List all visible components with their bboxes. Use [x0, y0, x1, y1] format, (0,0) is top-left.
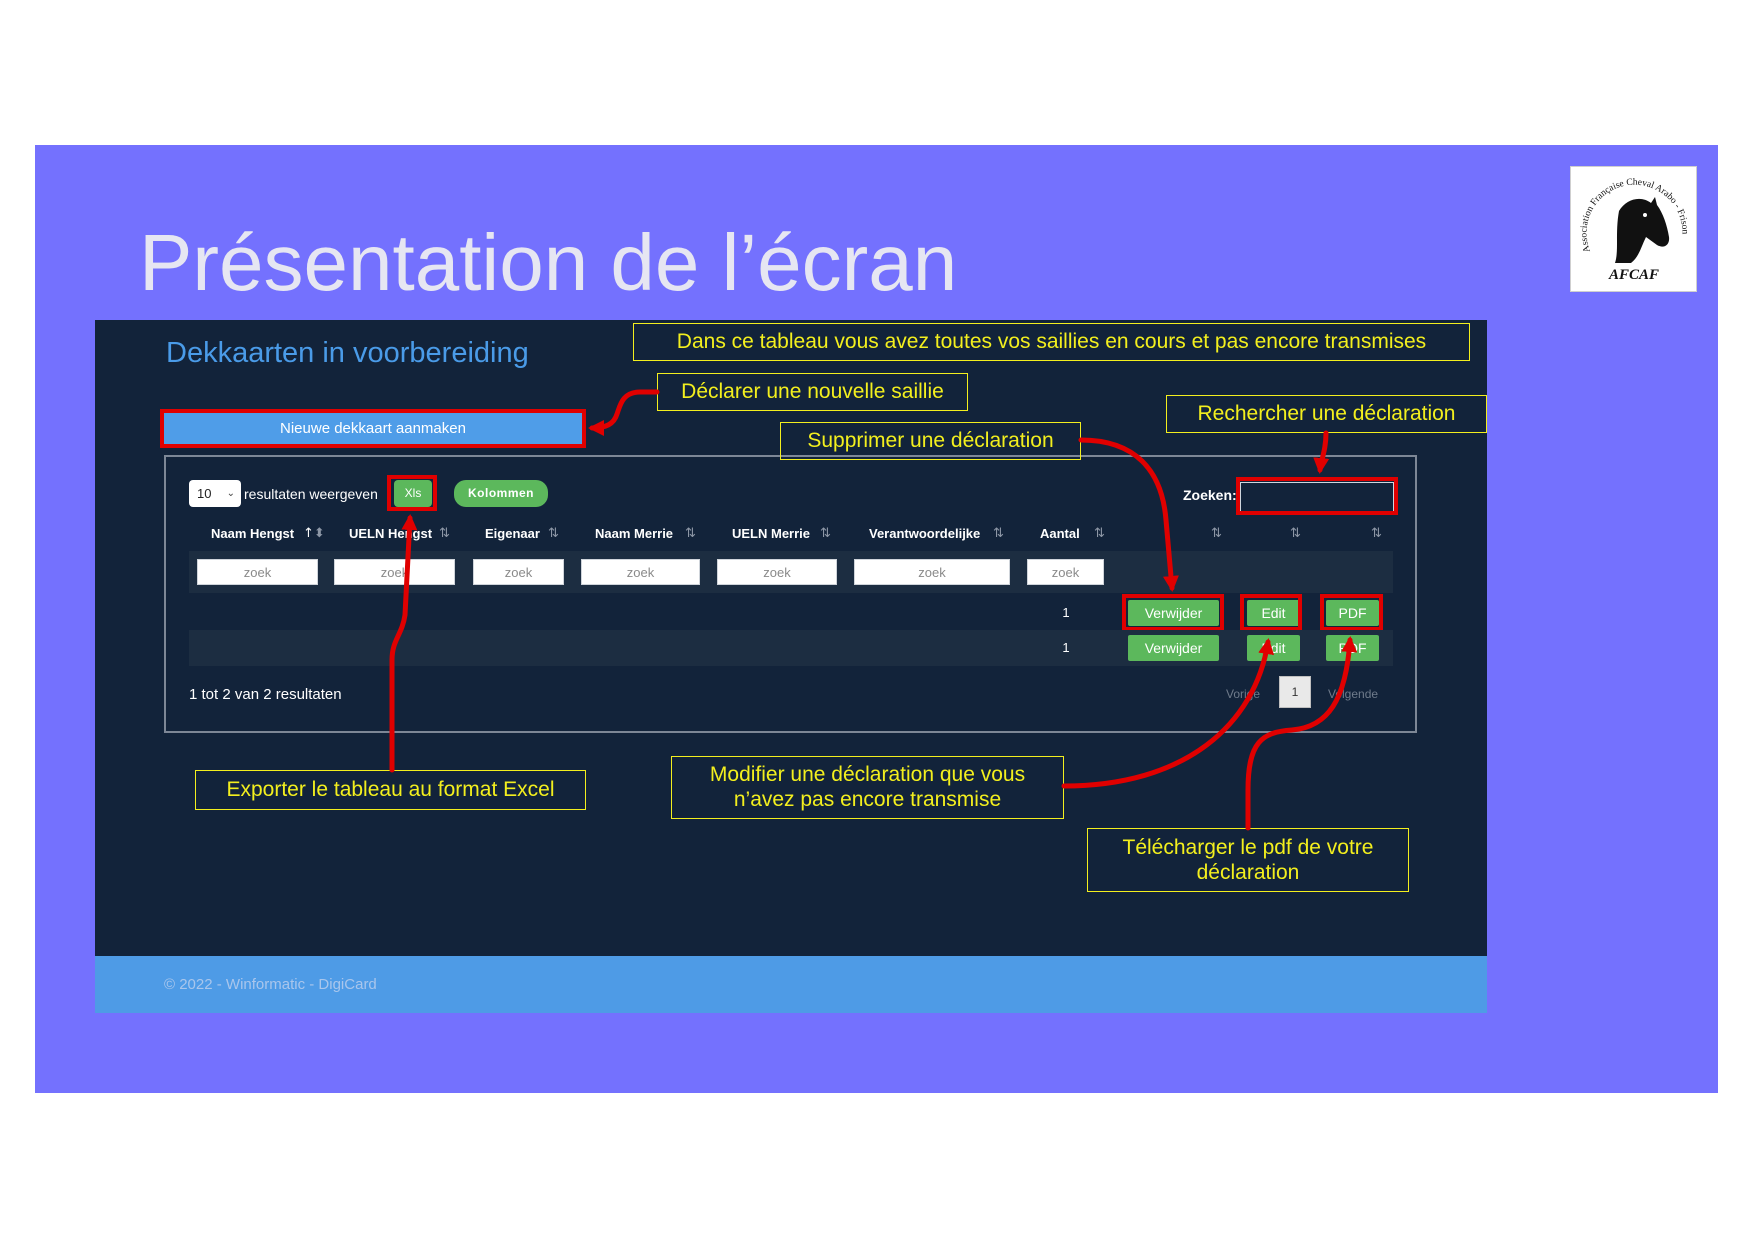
logo-graphic: Association Française Cheval Arabo - Fri… — [1579, 178, 1689, 283]
new-dekkaart-button[interactable]: Nieuwe dekkaart aanmaken — [164, 413, 582, 444]
annotation-overview: Dans ce tableau vous avez toutes vos sai… — [633, 323, 1470, 361]
annotation-download: Télécharger le pdf de votre déclaration — [1087, 828, 1409, 892]
results-summary: 1 tot 2 van 2 resultaten — [189, 686, 342, 703]
logo-center-text: AFCAF — [1608, 267, 1659, 283]
page-title: Dekkaarten in voorbereiding — [166, 337, 529, 369]
afcaf-logo: Association Française Cheval Arabo - Fri… — [1570, 166, 1697, 292]
edit-button[interactable]: Edit — [1247, 635, 1300, 661]
sort-arrows-icon[interactable]: ⇅ — [439, 526, 450, 541]
sort-arrows-icon[interactable]: ⇅ — [820, 526, 831, 541]
annotation-new-declaration: Déclarer une nouvelle saillie — [657, 373, 968, 411]
pagination-page[interactable]: 1 — [1279, 676, 1311, 708]
pagination-next[interactable]: Volgende — [1328, 687, 1379, 701]
annotation-edit-line-1: Modifier une déclaration que vous — [709, 763, 1026, 786]
filter-input-ueln-hengst[interactable] — [334, 559, 455, 585]
chevron-down-icon: ⌄ — [226, 488, 235, 499]
annotation-export: Exporter le tableau au format Excel — [195, 770, 586, 810]
annotation-edit: Modifier une déclaration que vous n’avez… — [671, 756, 1064, 819]
pdf-button[interactable]: PDF — [1326, 635, 1379, 661]
filter-input-ueln-merrie[interactable] — [717, 559, 837, 585]
slide-title: Présentation de l’écran — [139, 218, 958, 307]
horse-head-icon — [1615, 197, 1670, 263]
sort-ascending-icon[interactable]: ↑⬍ — [303, 526, 325, 541]
pdf-button[interactable]: PDF — [1326, 600, 1379, 626]
export-xls-button[interactable]: Xls — [394, 480, 432, 507]
search-label: Zoeken: — [1183, 487, 1237, 503]
sort-arrows-icon[interactable]: ⇅ — [1290, 526, 1301, 541]
delete-button[interactable]: Verwijder — [1128, 635, 1219, 661]
page-size-value: 10 — [197, 486, 212, 501]
annotation-search: Rechercher une déclaration — [1166, 395, 1487, 433]
edit-button[interactable]: Edit — [1247, 600, 1300, 626]
filter-input-naam-merrie[interactable] — [581, 559, 700, 585]
delete-button[interactable]: Verwijder — [1128, 600, 1219, 626]
sort-arrows-icon[interactable]: ⇅ — [1371, 526, 1382, 541]
pagination-previous[interactable]: Vorige — [1226, 687, 1261, 701]
sort-arrows-icon[interactable]: ⇅ — [1211, 526, 1222, 541]
footer-copyright: © 2022 - Winformatic - DigiCard — [164, 976, 377, 993]
filter-input-eigenaar[interactable] — [473, 559, 564, 585]
column-header-ueln-hengst[interactable]: UELN Hengst — [349, 526, 433, 541]
filter-input-aantal[interactable] — [1027, 559, 1104, 585]
column-header-naam-hengst[interactable]: Naam Hengst — [211, 526, 295, 541]
annotation-edit-line-2: n’avez pas encore transmise — [733, 788, 1002, 811]
table-row: 1 Verwijder Edit PDF — [189, 593, 1393, 631]
app-footer: © 2022 - Winformatic - DigiCard — [95, 956, 1487, 1013]
table-row: 1 Verwijder Edit PDF — [189, 630, 1393, 666]
table-container: 10 ⌄ resultaten weergeven Xls Kolommen Z… — [164, 455, 1417, 733]
sort-arrows-icon[interactable]: ⇅ — [1094, 526, 1105, 541]
cell-aantal: 1 — [1062, 605, 1070, 620]
sort-arrows-icon[interactable]: ⇅ — [548, 526, 559, 541]
annotation-download-line-2: déclaration — [1196, 861, 1300, 884]
column-header-aantal[interactable]: Aantal — [1040, 526, 1080, 541]
column-header-verantwoordelijke[interactable]: Verantwoordelijke — [869, 526, 981, 541]
annotation-delete: Supprimer une déclaration — [780, 422, 1081, 460]
sort-arrows-icon[interactable]: ⇅ — [685, 526, 696, 541]
annotation-download-line-1: Télécharger le pdf de votre — [1122, 836, 1374, 859]
filter-input-naam-hengst[interactable] — [197, 559, 318, 585]
page-size-select[interactable]: 10 ⌄ — [189, 480, 241, 507]
search-input[interactable] — [1240, 482, 1394, 514]
column-header-naam-merrie[interactable]: Naam Merrie — [595, 526, 674, 541]
columns-button[interactable]: Kolommen — [454, 480, 548, 507]
filter-input-verantwoordelijke[interactable] — [854, 559, 1010, 585]
column-header-ueln-merrie[interactable]: UELN Merrie — [732, 526, 811, 541]
sort-arrows-icon[interactable]: ⇅ — [993, 526, 1004, 541]
page-size-label: resultaten weergeven — [244, 486, 378, 502]
column-header-eigenaar[interactable]: Eigenaar — [485, 526, 540, 541]
cell-aantal: 1 — [1062, 640, 1070, 655]
